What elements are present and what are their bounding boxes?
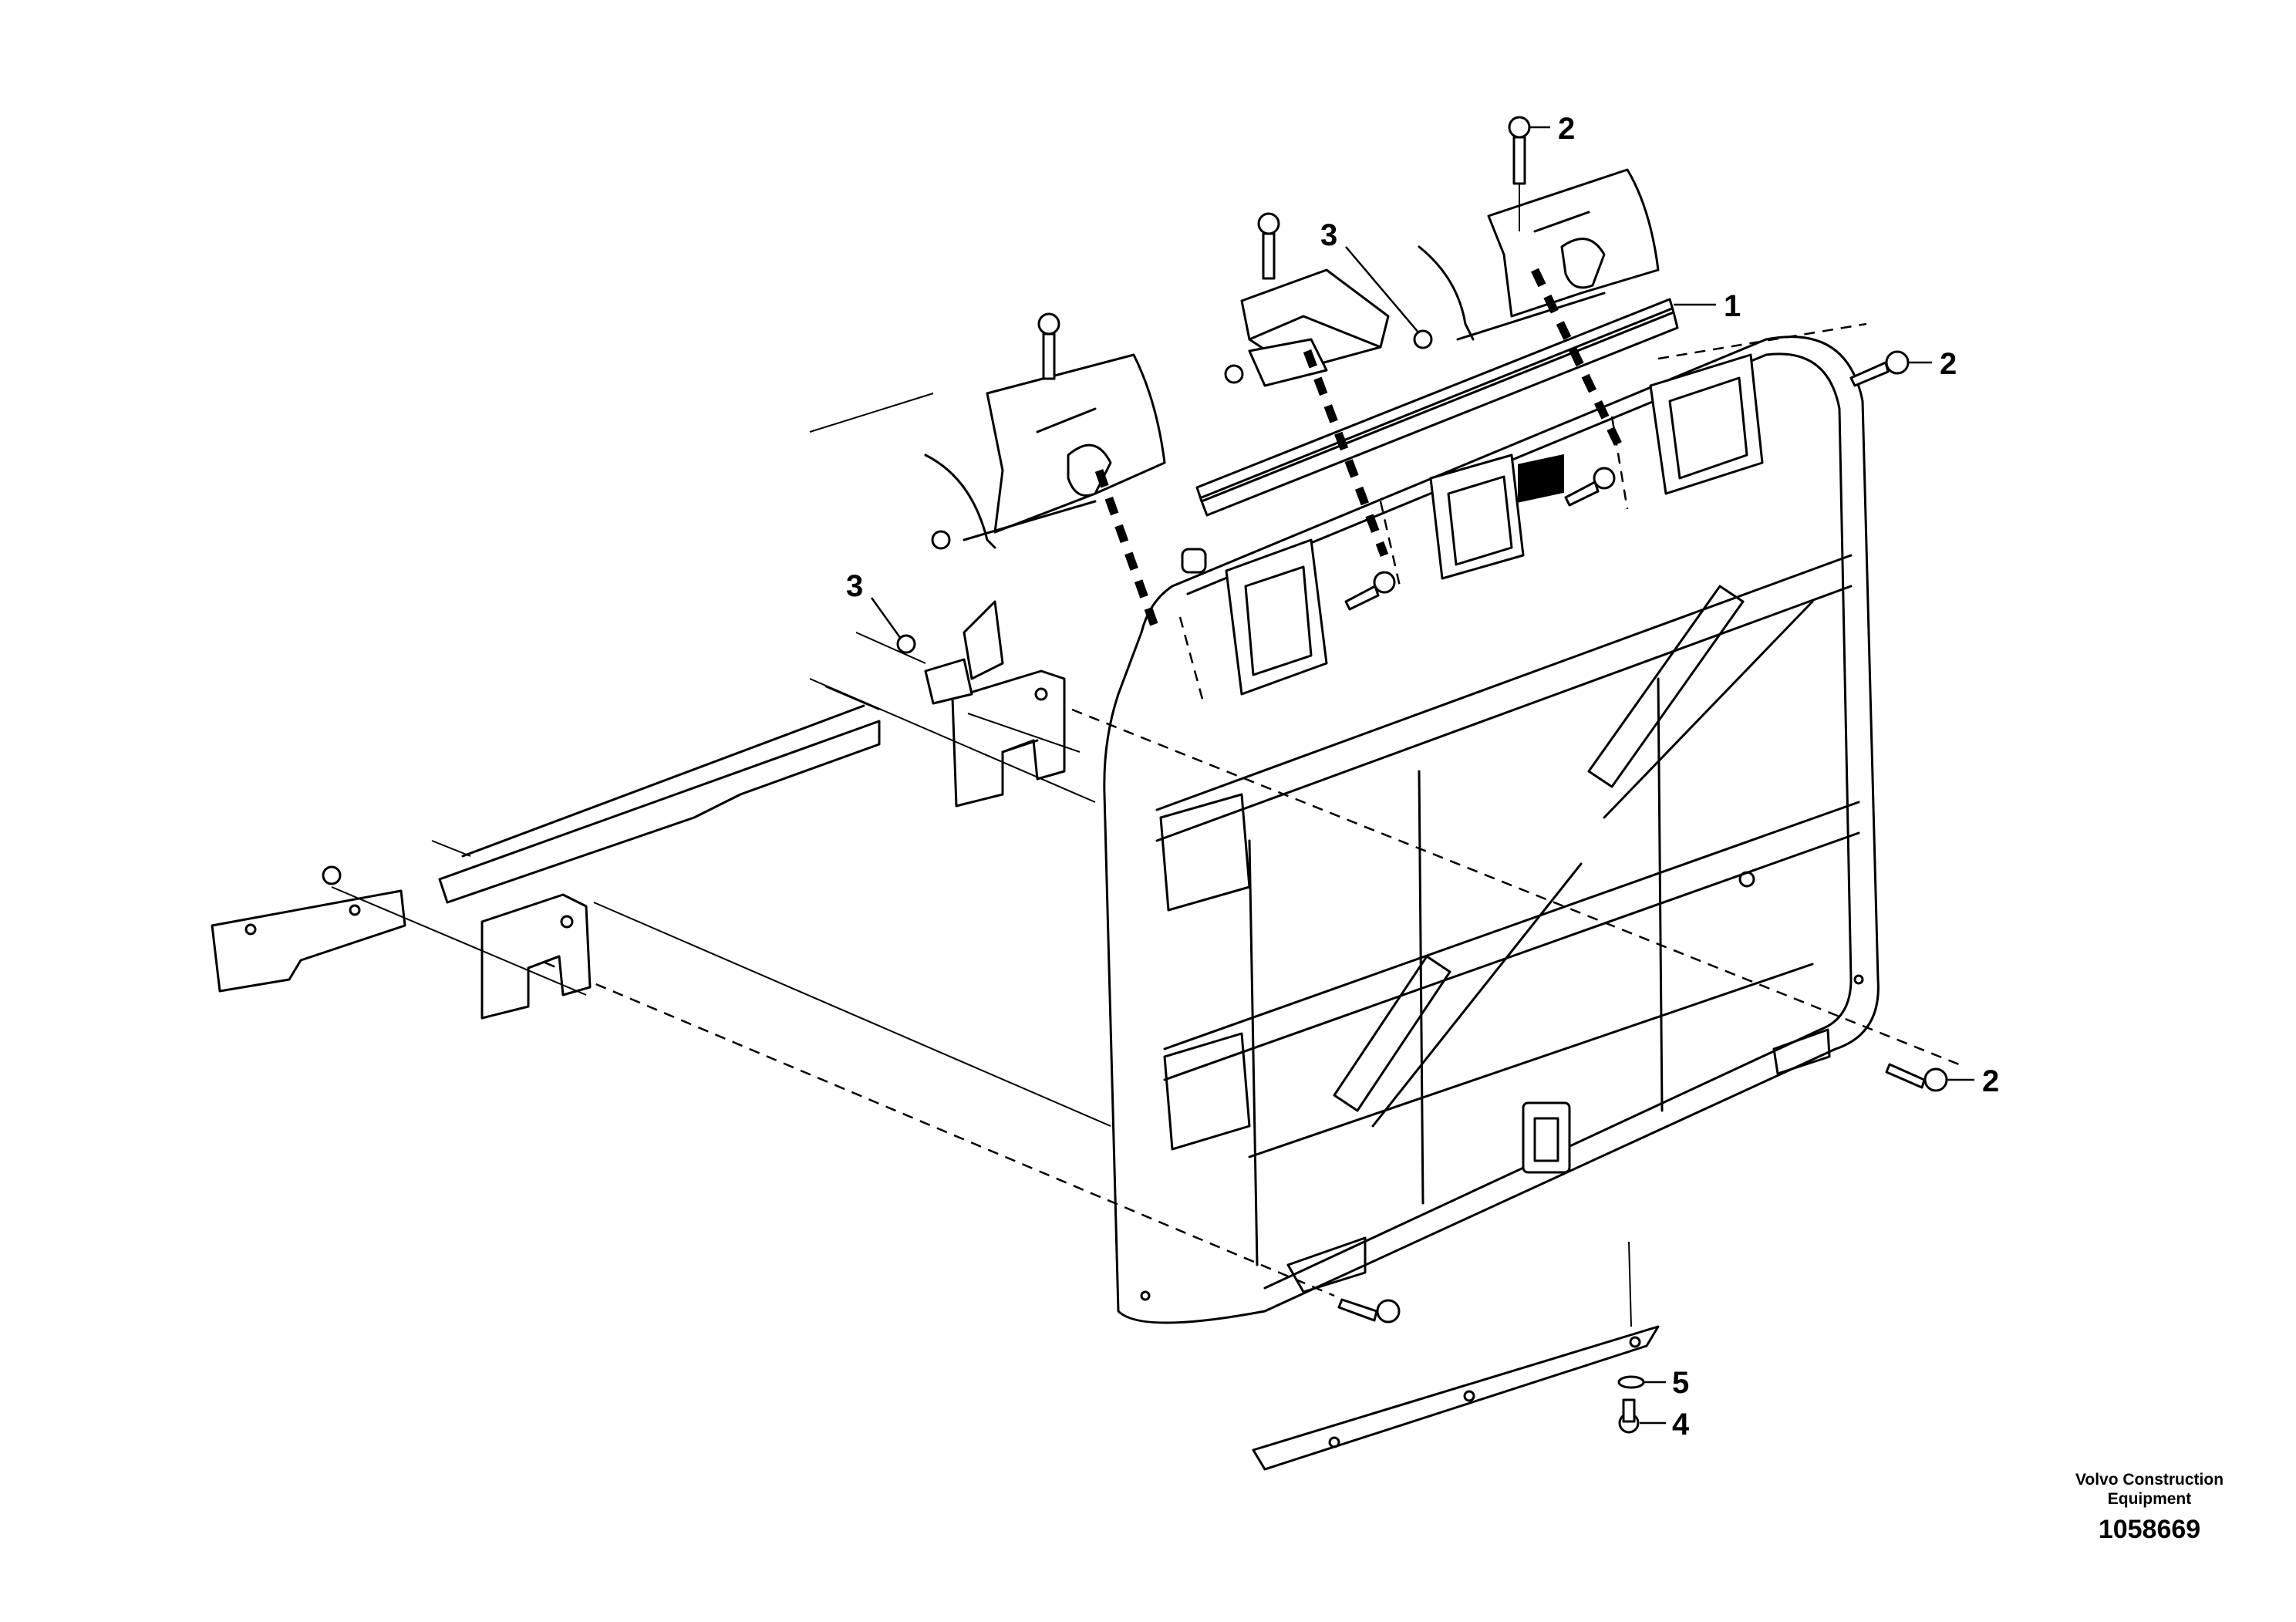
upper-bracket-left	[924, 353, 1166, 549]
callout-label: 4	[1672, 1408, 1690, 1442]
washers	[322, 329, 1645, 1389]
callout-label: 2	[1558, 112, 1575, 146]
alignment-line	[967, 713, 1081, 753]
drawing-number: 1058669	[2098, 1515, 2201, 1544]
callout-5: 5	[1644, 1366, 1689, 1400]
bolt-top-left	[1037, 312, 1060, 380]
alignment-line	[493, 939, 1335, 1297]
callout-2-right: 2	[1909, 347, 1957, 381]
alignment-line	[1531, 268, 1623, 450]
bolt-right-lower	[1885, 1063, 1948, 1092]
seal-strip	[1195, 298, 1679, 517]
alignment-line	[1071, 708, 1960, 1066]
alignment-line	[855, 632, 926, 664]
alignment-line	[593, 902, 1111, 1127]
callout-label: 1	[1724, 289, 1741, 323]
callout-2-top: 2	[1529, 112, 1575, 146]
bolt-bottom-plate	[1618, 1398, 1640, 1434]
alignment-line	[1094, 469, 1161, 634]
callout-label: 2	[1940, 347, 1957, 381]
rear-cover-panel	[1103, 336, 1880, 1324]
bottom-cover-plate	[1252, 1241, 1660, 1471]
company-name: Volvo Construction Equipment	[2075, 1471, 2224, 1508]
bolt-bottom	[1337, 1298, 1401, 1324]
upper-bracket-right	[1418, 168, 1660, 341]
long-bracket-rail	[431, 686, 881, 904]
callout-label: 5	[1672, 1366, 1689, 1400]
callout-label: 2	[1982, 1064, 1999, 1098]
callout-label: 3	[1320, 218, 1337, 252]
mount-bracket-lower	[480, 893, 592, 1020]
callout-2-lower: 2	[1947, 1064, 1999, 1098]
upper-bracket-middle	[1240, 268, 1390, 387]
callout-1: 1	[1674, 289, 1741, 323]
callout-4: 4	[1640, 1408, 1690, 1442]
bolt-right-upper	[1849, 350, 1910, 387]
alignment-line	[809, 678, 1096, 803]
alignment-line	[1657, 322, 1867, 360]
bolt-top-middle	[1257, 212, 1280, 280]
alignment-line	[1178, 616, 1205, 703]
alignment-line	[809, 393, 934, 433]
callout-3-top: 3	[1320, 218, 1420, 334]
corner-bracket	[211, 889, 406, 993]
alignment-line	[1303, 349, 1389, 557]
alignment-line	[1610, 416, 1629, 510]
bolt-mid-upper	[1564, 467, 1616, 507]
bolt-mid-left	[1344, 571, 1396, 611]
alignment-line	[1379, 501, 1401, 587]
drawing-caption: Volvo Construction Equipment 1058669	[2072, 1470, 2227, 1545]
mount-bracket-upper	[924, 600, 1066, 808]
callout-label: 3	[846, 569, 863, 603]
alignment-line	[331, 886, 587, 996]
callout-3-left: 3	[846, 569, 902, 639]
